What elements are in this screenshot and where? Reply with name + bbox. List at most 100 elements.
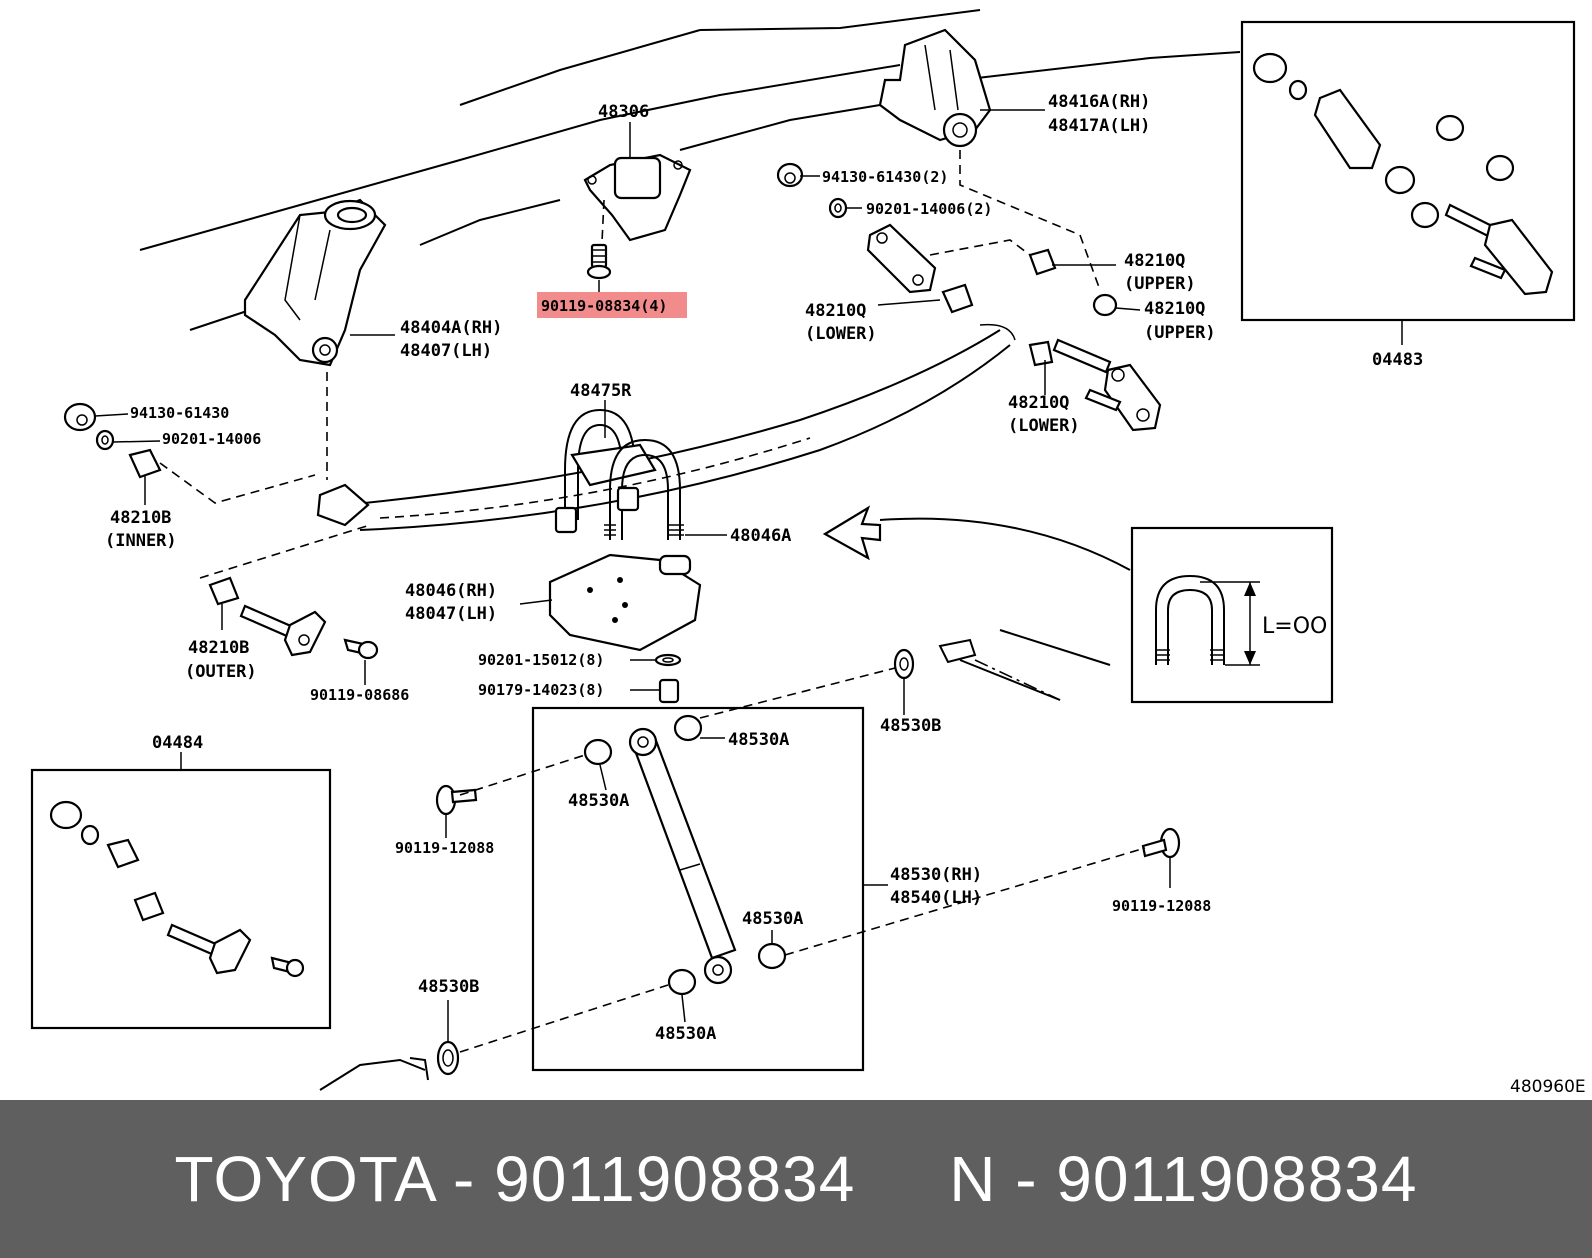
label-90201-14006: 90201-14006 <box>162 430 261 448</box>
bump-stopper-bracket[interactable] <box>583 153 692 242</box>
shackle-plate[interactable] <box>866 223 937 294</box>
leader-dash <box>784 847 1146 956</box>
diagram-id: 480960E <box>1510 1077 1586 1097</box>
label-48417a: 48417A(LH) <box>1048 116 1150 136</box>
leader-dash <box>929 239 1031 256</box>
label-48210q-lower-1-sub: (LOWER) <box>805 324 877 344</box>
kit-04484-parts[interactable] <box>49 800 305 978</box>
label-48210q-upper-2: 48210Q <box>1144 299 1205 319</box>
label-length-eq: L=OO <box>1262 614 1327 639</box>
part-number-banner: TOYOTA - 9011908834 N - 9011908834 <box>0 1100 1592 1258</box>
shock-absorber-box <box>531 706 865 1072</box>
footer-n-part: N - 9011908834 <box>949 1143 1418 1215</box>
label-48306: 48306 <box>598 102 649 122</box>
frame-stub <box>319 629 1111 1091</box>
frame-rail <box>139 9 1241 331</box>
label-48210q-lower-1: 48210Q <box>805 301 866 321</box>
u-bolt-set[interactable] <box>554 408 684 540</box>
label-48530a-3: 48530A <box>742 909 803 929</box>
label-48530a-4: 48530A <box>655 1024 716 1044</box>
label-48530b-right: 48530B <box>880 716 941 736</box>
kit-04483-parts[interactable] <box>1252 52 1554 296</box>
spring-seat-plate[interactable] <box>548 553 702 652</box>
label-48046: 48046(RH) <box>405 581 497 601</box>
leader-dash <box>459 984 669 1053</box>
spring-hanger-bracket[interactable] <box>243 198 387 367</box>
parts-diagram: 48306 48416A(RH) 48417A(LH) 94130-61430(… <box>30 9 1586 1097</box>
shackle-pin-bolt[interactable] <box>239 604 327 657</box>
label-48530a-2: 48530A <box>568 791 629 811</box>
label-48407: 48407(LH) <box>400 341 492 361</box>
bushing-48210q-upper-2[interactable] <box>1092 293 1118 317</box>
washer-48530b-left[interactable] <box>436 1040 460 1076</box>
label-48210b-outer: 48210B <box>188 638 249 658</box>
bushing-48210q-upper-1[interactable] <box>1028 248 1057 276</box>
label-48540: 48540(LH) <box>890 888 982 908</box>
bolt-90119-12088-left[interactable] <box>435 784 478 816</box>
washer-48530b-right[interactable] <box>893 648 915 680</box>
bushing-48530a-top-right[interactable] <box>673 714 703 742</box>
leader-lines <box>94 109 1403 1042</box>
target-part-highlight <box>537 292 687 318</box>
bushing-48210q-lower-1[interactable] <box>941 283 974 314</box>
bushing-48530a-bottom-right[interactable] <box>757 942 787 970</box>
bushing-48210b-outer[interactable] <box>208 576 240 606</box>
leader-dash <box>601 199 605 243</box>
footer-brand-part: TOYOTA - 9011908834 <box>174 1143 856 1215</box>
nut-94130-61430-pair[interactable] <box>776 162 804 188</box>
leader-dash <box>699 667 896 719</box>
label-04483: 04483 <box>1372 350 1423 370</box>
bolt-90119-12088-right[interactable] <box>1141 827 1181 859</box>
label-48530: 48530(RH) <box>890 865 982 885</box>
washer-90201-15012[interactable] <box>654 653 682 667</box>
kit-04483-box <box>1240 20 1576 322</box>
detail-arrow <box>822 505 1131 571</box>
nut-90179-14023[interactable] <box>658 678 680 704</box>
bushing-48530a-top-left[interactable] <box>583 738 613 766</box>
label-90119-12088-left: 90119-12088 <box>395 839 494 857</box>
label-48404a: 48404A(RH) <box>400 318 502 338</box>
label-48210q-lower-2-sub: (LOWER) <box>1008 416 1080 436</box>
label-48210b-outer-sub: (OUTER) <box>185 662 257 682</box>
bushing-48530a-bottom-left[interactable] <box>667 968 697 996</box>
label-48530a-1: 48530A <box>728 730 789 750</box>
label-48210b-inner: 48210B <box>110 508 171 528</box>
footer-spacer <box>855 1142 949 1216</box>
shackle-bracket[interactable] <box>878 28 992 148</box>
leader-dash <box>459 754 586 796</box>
label-48210q-upper-1-sub: (UPPER) <box>1124 274 1196 294</box>
label-90201-15012: 90201-15012(8) <box>478 651 604 669</box>
leader-dash <box>159 462 316 504</box>
bolt-90119-08834[interactable] <box>586 243 612 280</box>
label-04484: 04484 <box>152 733 203 753</box>
u-bolt-length-detail <box>1130 526 1334 704</box>
leader-dash <box>974 659 1061 701</box>
shock-absorber[interactable] <box>628 727 737 985</box>
label-48210q-upper-1: 48210Q <box>1124 251 1185 271</box>
shackle-with-pins[interactable] <box>1052 338 1162 432</box>
label-94130-61430-2: 94130-61430(2) <box>822 168 948 186</box>
leaf-spring[interactable] <box>316 323 1016 531</box>
label-90119-12088-right: 90119-12088 <box>1112 897 1211 915</box>
label-48210q-lower-2: 48210Q <box>1008 393 1069 413</box>
washer-90201-14006-pair[interactable] <box>828 197 848 219</box>
label-48046a: 48046A <box>730 526 791 546</box>
leader-dash <box>959 150 1101 291</box>
leader-dash <box>199 524 371 579</box>
bushing-48210q-lower-2[interactable] <box>1028 340 1054 367</box>
label-90119-08686: 90119-08686 <box>310 686 409 704</box>
label-90179-14023: 90179-14023(8) <box>478 681 604 699</box>
label-48416a: 48416A(RH) <box>1048 92 1150 112</box>
label-94130-61430: 94130-61430 <box>130 404 229 422</box>
label-48047: 48047(LH) <box>405 604 497 624</box>
label-48210b-inner-sub: (INNER) <box>105 531 177 551</box>
washer-90201-14006[interactable] <box>95 429 115 451</box>
label-48475r: 48475R <box>570 381 632 401</box>
label-48210q-upper-2-sub: (UPPER) <box>1144 323 1216 343</box>
bolt-90119-08686[interactable] <box>343 638 379 660</box>
bushing-48210b-inner[interactable] <box>128 448 162 479</box>
label-90119-08834: 90119-08834(4) <box>541 297 667 315</box>
label-48530b-left: 48530B <box>418 977 479 997</box>
nut-94130-61430[interactable] <box>63 402 97 432</box>
label-90201-14006-2: 90201-14006(2) <box>866 200 992 218</box>
